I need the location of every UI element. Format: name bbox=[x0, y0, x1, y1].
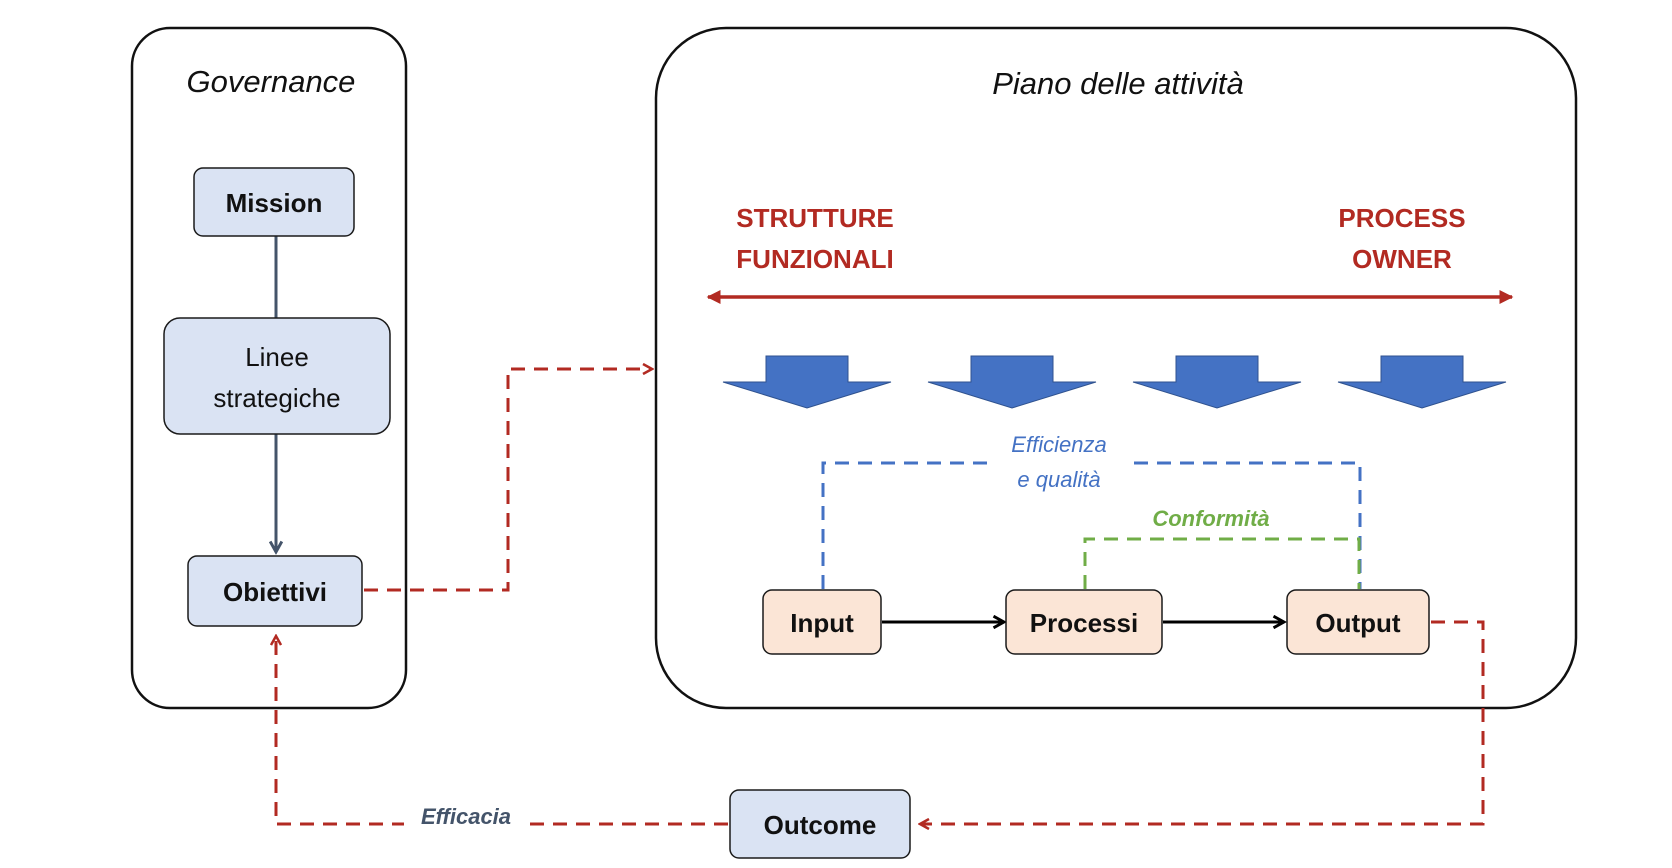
linee-strategiche-node: Linee strategiche bbox=[163, 317, 391, 435]
input-node: Input bbox=[762, 589, 882, 655]
piano-title: Piano delle attività bbox=[992, 66, 1244, 101]
governance-title: Governance bbox=[187, 64, 356, 99]
obiettivi-label: Obiettivi bbox=[223, 577, 327, 607]
output-node: Output bbox=[1286, 589, 1430, 655]
outcome-to-obiettivi-connector bbox=[276, 636, 728, 826]
linee-label-line1: Linee bbox=[245, 342, 309, 372]
processi-node: Processi bbox=[1005, 589, 1163, 655]
efficienza-label-line1: Efficienza bbox=[1011, 432, 1106, 457]
process-owner-label-line1: PROCESS bbox=[1338, 203, 1465, 233]
efficacia-label: Efficacia bbox=[421, 804, 511, 829]
process-owner-label-line2: OWNER bbox=[1352, 244, 1452, 274]
outcome-node: Outcome bbox=[729, 789, 911, 859]
conformita-label: Conformità bbox=[1152, 506, 1269, 531]
down-arrow-icon bbox=[1132, 355, 1302, 409]
efficacia-label-bg bbox=[404, 800, 530, 840]
output-to-outcome-connector bbox=[920, 620, 1485, 824]
input-label: Input bbox=[790, 608, 854, 638]
down-arrow-icon bbox=[722, 355, 892, 409]
conformita-bracket bbox=[1083, 537, 1361, 589]
efficienza-label-bg bbox=[990, 428, 1134, 498]
processi-label: Processi bbox=[1030, 608, 1138, 638]
linee-label-line2: strategiche bbox=[213, 383, 340, 413]
mission-label: Mission bbox=[226, 188, 323, 218]
strutture-label-line1: STRUTTURE bbox=[736, 203, 893, 233]
output-label: Output bbox=[1315, 608, 1401, 638]
down-arrow-icon bbox=[1337, 355, 1507, 409]
obiettivi-node: Obiettivi bbox=[187, 555, 363, 627]
efficienza-label-line2: e qualità bbox=[1017, 467, 1100, 492]
strutture-label-line2: FUNZIONALI bbox=[736, 244, 893, 274]
obiettivi-to-piano-connector bbox=[364, 369, 652, 592]
outcome-label: Outcome bbox=[764, 810, 877, 840]
down-arrow-icon bbox=[927, 355, 1097, 409]
mission-node: Mission bbox=[193, 167, 355, 237]
